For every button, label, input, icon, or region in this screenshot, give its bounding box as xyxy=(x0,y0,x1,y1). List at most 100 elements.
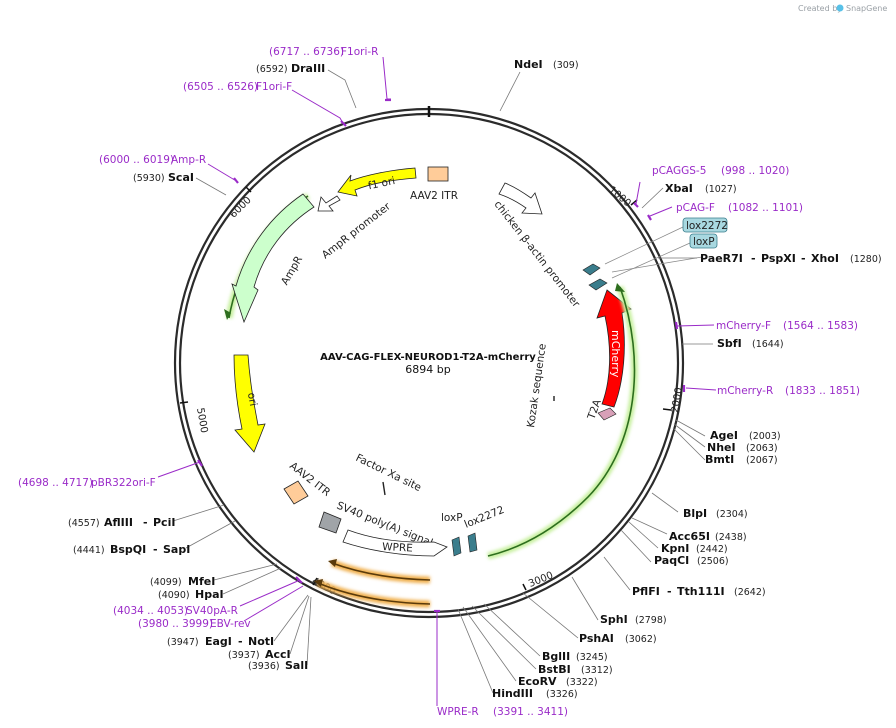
primer-sv40pa-r-range: (4034 .. 4053) xyxy=(113,605,188,617)
ampr-feature[interactable] xyxy=(231,193,315,324)
lox2272-top-feature[interactable] xyxy=(582,263,601,276)
enzyme-pshai: PshAI xyxy=(579,632,614,645)
enzyme-scai: ScaI xyxy=(168,171,194,184)
primer-mcherry-r-range: (1833 .. 1851) xyxy=(785,385,860,397)
enzyme-eagi-pos: (3947) xyxy=(167,637,199,648)
enzyme-bmti: BmtI xyxy=(705,453,734,466)
enzyme-bglii: BglII xyxy=(542,650,570,663)
enzyme-eagi: EagI xyxy=(205,635,232,648)
aav2-itr-top-feature[interactable] xyxy=(427,166,449,182)
enzyme-kpni-pos: (2442) xyxy=(696,544,728,555)
primer-pbr322-range: (4698 .. 4717) xyxy=(18,477,93,489)
lox2272-box[interactable] xyxy=(682,217,728,233)
lox2272-bottom-label: lox2272 xyxy=(463,504,506,531)
enzyme-sali-pos: (3936) xyxy=(248,661,280,672)
chicken-promoter-feature[interactable] xyxy=(498,182,543,215)
enzyme-xbai: XbaI xyxy=(665,182,693,195)
enzyme-eagi-sep: - xyxy=(238,635,243,648)
enzyme-agei: AgeI xyxy=(710,429,738,442)
primer-mcherry-f: mCherry-F xyxy=(716,320,771,332)
enzyme-kpni: KpnI xyxy=(661,542,689,555)
primer-mcherry-r: mCherry-R xyxy=(717,385,773,397)
enzyme-sbfi-pos: (1644) xyxy=(752,339,784,350)
enzyme-paqci: PaqCI xyxy=(654,554,689,567)
enzyme-paer7i-sep2: - xyxy=(801,252,806,265)
primer-pcaggs5-range: (998 .. 1020) xyxy=(721,165,789,177)
enzyme-hpai: HpaI xyxy=(195,588,224,601)
lox2272-bottom-feature[interactable] xyxy=(467,532,478,553)
enzyme-nhei-pos: (2063) xyxy=(746,443,778,454)
enzyme-ecorv: EcoRV xyxy=(518,675,557,688)
enzyme-leaders xyxy=(172,69,713,694)
orange-strand-2 xyxy=(317,582,431,605)
wpre-label: WPRE xyxy=(382,541,413,555)
enzyme-paer7i-sep1: - xyxy=(751,252,756,265)
mcherry-feature[interactable] xyxy=(596,289,632,408)
mcherry-label: mCherry xyxy=(609,330,622,378)
primer-f1ori-r: F1ori-R xyxy=(341,46,378,58)
tick-1000: 1000 xyxy=(606,185,633,210)
enzyme-afliii: AflIII xyxy=(104,516,133,529)
loxp-box[interactable] xyxy=(689,233,718,249)
enzyme-draiii: DraIII xyxy=(291,62,325,75)
primer-ebv-rev: EBV-rev xyxy=(210,618,251,630)
orange-strand-1 xyxy=(331,562,431,581)
ampr-label: AmpR xyxy=(279,254,305,287)
primer-wpre-r-range: (3391 .. 3411) xyxy=(493,706,568,718)
enzyme-mfei-pos: (4099) xyxy=(150,577,182,588)
enzyme-acci: AccI xyxy=(265,648,291,661)
primer-leaders xyxy=(157,56,717,706)
enzyme-xbai-pos: (1027) xyxy=(705,184,737,195)
primer-ebv-rev-range: (3980 .. 3999) xyxy=(138,618,213,630)
aav2-itr-top-label: AAV2 ITR xyxy=(410,190,458,202)
tick-5000: 5000 xyxy=(194,407,209,434)
loxp-top-feature[interactable] xyxy=(588,278,608,291)
wpre-feature[interactable] xyxy=(342,529,448,557)
aav2-itr-bottom-feature[interactable] xyxy=(283,480,309,505)
primer-pbr322: pBR322ori-F xyxy=(91,477,156,489)
loxp-box-label: loxP xyxy=(693,236,715,248)
enzyme-xhoi: XhoI xyxy=(811,252,839,265)
primer-amp-r-range: (6000 .. 6019) xyxy=(99,154,174,166)
enzyme-afliii-pos: (4557) xyxy=(68,518,100,529)
enzyme-sbfi: SbfI xyxy=(717,337,742,350)
enzyme-hindiii-pos: (3326) xyxy=(546,689,578,700)
enzyme-paer7i: PaeR7I xyxy=(700,252,743,265)
snapgene-name: SnapGene xyxy=(846,4,887,13)
enzyme-noti: NotI xyxy=(248,635,274,648)
loxp-bottom-feature[interactable] xyxy=(451,536,462,557)
enzyme-mfei: MfeI xyxy=(188,575,215,588)
primer-f1ori-r-range: (6717 .. 6736) xyxy=(269,46,344,58)
ori-label: ori xyxy=(245,392,259,408)
sv40-feature[interactable] xyxy=(318,511,342,534)
enzyme-nhei: NheI xyxy=(707,441,736,454)
enzyme-bspqi-pos: (4441) xyxy=(73,545,105,556)
primer-labels: (6717 .. 6736) F1ori-R (6505 .. 6526) F1… xyxy=(18,46,860,718)
ori-feature[interactable] xyxy=(233,354,266,453)
ampr-promoter-feature[interactable] xyxy=(317,195,341,212)
enzyme-tth111i: Tth111I xyxy=(677,585,725,598)
primer-pcagf: pCAG-F xyxy=(676,202,715,214)
enzyme-pflfi: PflFI xyxy=(632,585,660,598)
loxp-bottom-label: loxP xyxy=(441,512,463,524)
enzyme-agei-pos: (2003) xyxy=(749,431,781,442)
enzyme-blpi-pos: (2304) xyxy=(716,509,748,520)
enzyme-hindiii: HindIII xyxy=(492,687,533,700)
created-by-text: Created by xyxy=(798,4,842,13)
enzyme-ndei: NdeI xyxy=(514,58,543,71)
f1-ori-feature[interactable] xyxy=(337,167,417,197)
lox2272-box-label: lox2272 xyxy=(686,220,728,232)
primer-marks xyxy=(197,98,686,613)
enzyme-bmti-pos: (2067) xyxy=(746,455,778,466)
enzyme-blpi: BlpI xyxy=(683,507,707,520)
enzyme-paqci-pos: (2506) xyxy=(697,556,729,567)
enzyme-pspxi: PspXI xyxy=(761,252,796,265)
enzyme-draiii-pos: (6592) xyxy=(256,64,288,75)
enzyme-pflfi-sep: - xyxy=(667,585,672,598)
map-title: AAV-CAG-FLEX-NEUROD1-T2A-mCherry xyxy=(320,352,536,363)
enzyme-pcii: PciI xyxy=(153,516,175,529)
enzyme-bstbi-pos: (3312) xyxy=(581,665,613,676)
orange-strand-1-arrowhead xyxy=(328,559,337,567)
t2a-feature[interactable] xyxy=(597,407,617,421)
